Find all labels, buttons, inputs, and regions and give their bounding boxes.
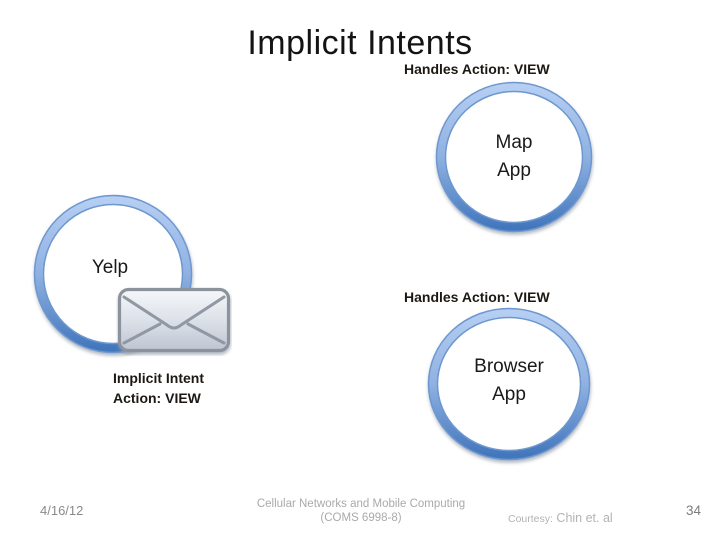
yelp-label-text: Yelp — [91, 257, 129, 278]
footer-courtesy-name: Chin et. al — [556, 511, 613, 525]
footer-date: 4/16/12 — [40, 503, 84, 518]
browser-app-circle — [427, 307, 591, 461]
browser-app-label-line1: Browser — [474, 356, 544, 377]
browser-app-label: Browser App — [439, 353, 579, 409]
footer-courtesy: Courtesy: Chin et. al — [508, 511, 613, 525]
browser-app-label-line2: App — [492, 384, 526, 405]
footer-course-line2: (COMS 6998-8) — [320, 511, 402, 524]
map-app-circle — [435, 81, 593, 233]
handles-action-view-mid-label: Handles Action: VIEW — [404, 289, 550, 305]
footer-course-line1: Cellular Networks and Mobile Computing — [256, 498, 466, 510]
implicit-intent-label-line1: Implicit Intent — [113, 370, 204, 386]
page-number: 34 — [686, 503, 702, 518]
envelope-icon — [117, 287, 231, 353]
handles-action-view-top-label: Handles Action: VIEW — [404, 61, 550, 77]
footer-courtesy-prefix: Courtesy: — [508, 513, 553, 525]
implicit-intent-label-line2: Action: VIEW — [113, 389, 201, 406]
yelp-label: Yelp — [40, 254, 180, 282]
footer-course: Cellular Networks and Mobile Computing (… — [251, 498, 471, 525]
map-app-label: Map App — [444, 129, 584, 185]
implicit-intent-label: Implicit Intent Action: VIEW — [113, 369, 204, 408]
map-app-label-line1: Map — [495, 132, 533, 153]
map-app-label-line2: App — [497, 160, 531, 181]
slide-title: Implicit Intents — [247, 24, 473, 62]
